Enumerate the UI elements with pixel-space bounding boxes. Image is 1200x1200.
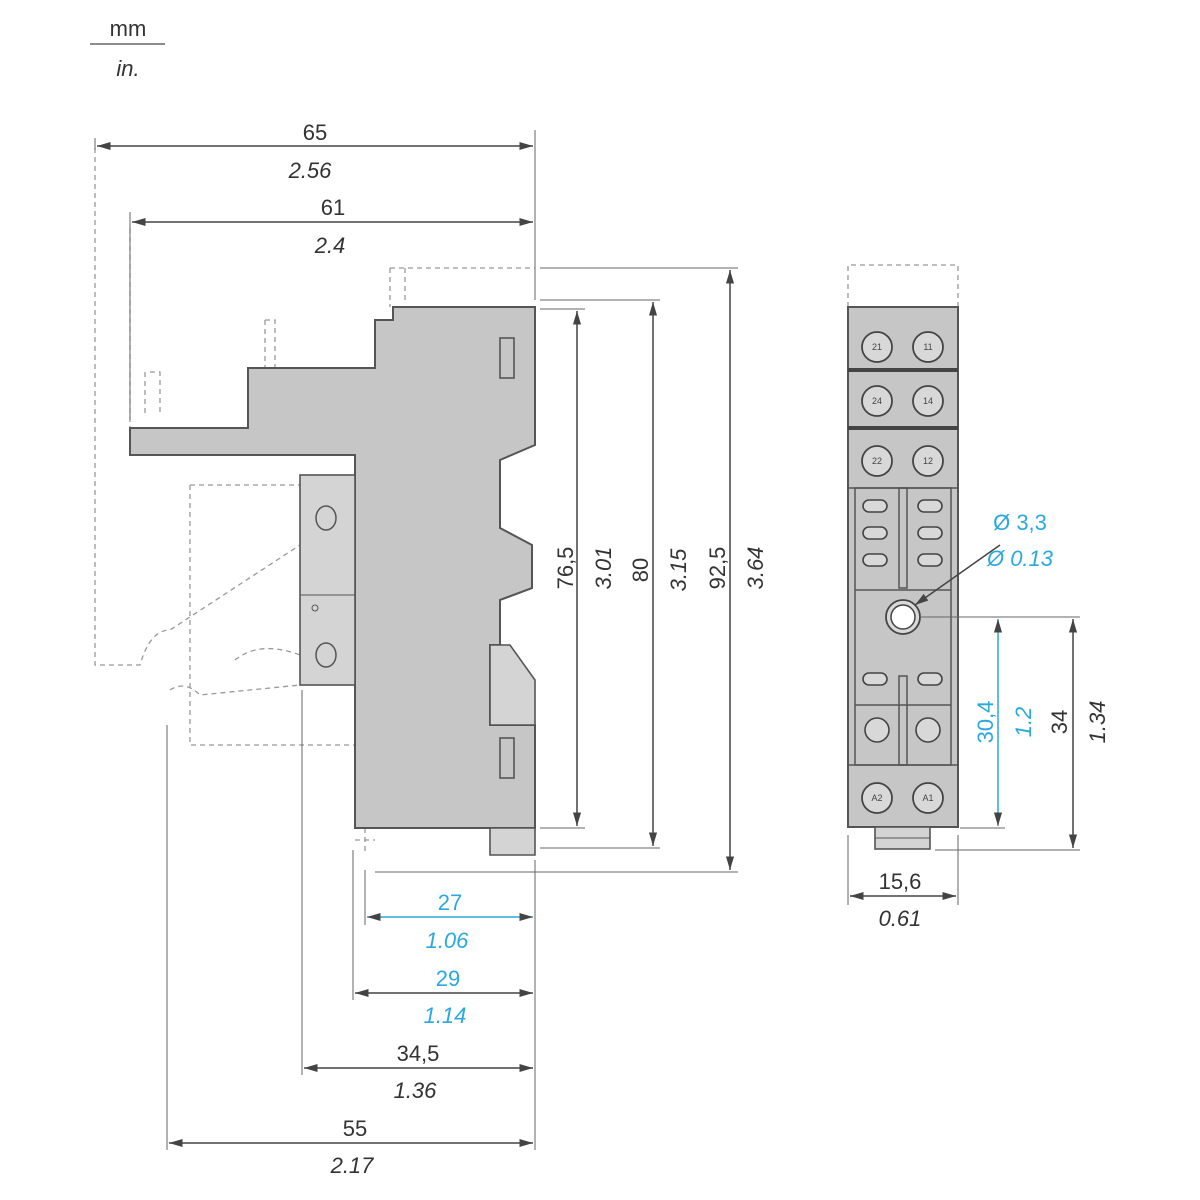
front-view-dimensions: Ø 3,3 Ø 0.13 30,4 1.2 34 1.34 15,6 0.61: [847, 510, 1110, 931]
side-view: [129, 306, 536, 856]
dim-hole-to-bottom-in: 1.2: [1011, 707, 1036, 738]
side-view-height-dimensions: 76,5 3.01 80 3.15 92,5 3.64: [375, 267, 768, 873]
svg-text:22: 22: [872, 456, 882, 466]
terminal: A2: [861, 782, 893, 814]
dim-front-width-in: 0.61: [879, 906, 922, 931]
svg-text:A1: A1: [922, 793, 933, 803]
dim-hole-diameter-mm: Ø 3,3: [993, 510, 1047, 535]
dim-height-92-5-mm: 92,5: [705, 547, 730, 590]
din-clip: [299, 474, 356, 686]
svg-text:A2: A2: [871, 793, 882, 803]
dim-hole-to-bottom-outer-mm: 34: [1047, 710, 1072, 734]
slot: [499, 737, 515, 779]
dim-depth-34-5-in: 1.36: [394, 1078, 438, 1103]
dim-height-76-5-in: 3.01: [591, 547, 616, 590]
unit-in: in.: [116, 56, 139, 81]
terminal: 24: [861, 385, 893, 417]
dim-front-width-mm: 15,6: [879, 869, 922, 894]
dim-body-width-in: 2.4: [314, 233, 346, 258]
terminal: 22: [861, 445, 893, 477]
dim-hole-to-bottom-mm: 30,4: [973, 701, 998, 744]
side-view-width-dimensions: 65 2.56 61 2.4: [94, 120, 536, 420]
dim-overall-width-in: 2.56: [288, 158, 333, 183]
terminal: 21: [861, 331, 893, 363]
terminal: 12: [912, 445, 944, 477]
dim-hole-diameter-in: Ø 0.13: [986, 546, 1054, 571]
dim-depth-27-mm: 27: [438, 890, 462, 915]
units-legend: mm in.: [90, 16, 165, 81]
terminal: A1: [912, 782, 944, 814]
dim-depth-27-in: 1.06: [426, 928, 470, 953]
front-view: 21 11 24 14 22 12 A2 A1: [847, 306, 959, 850]
svg-text:11: 11: [923, 342, 932, 352]
terminal: 14: [912, 385, 944, 417]
dim-depth-29-mm: 29: [436, 966, 460, 991]
terminal: 11: [912, 331, 944, 363]
svg-text:21: 21: [872, 342, 882, 352]
dim-depth-55-in: 2.17: [330, 1153, 375, 1178]
dim-height-76-5-mm: 76,5: [553, 547, 578, 590]
side-view-depth-dimensions: 27 1.06 29 1.14 34,5 1.36 55 2.17: [166, 690, 536, 1178]
slot: [499, 337, 515, 379]
dim-height-80-in: 3.15: [666, 548, 691, 592]
dim-height-92-5-in: 3.64: [743, 547, 768, 590]
dim-overall-width-mm: 65: [303, 120, 327, 145]
svg-text:14: 14: [923, 396, 933, 406]
dim-height-80-mm: 80: [628, 558, 653, 582]
dim-depth-55-mm: 55: [343, 1116, 367, 1141]
dim-depth-29-in: 1.14: [424, 1003, 467, 1028]
svg-text:24: 24: [872, 396, 882, 406]
dim-hole-to-bottom-outer-in: 1.34: [1085, 701, 1110, 744]
dim-body-width-mm: 61: [321, 195, 345, 220]
svg-text:12: 12: [923, 456, 933, 466]
dim-depth-34-5-mm: 34,5: [397, 1041, 440, 1066]
unit-mm: mm: [110, 16, 147, 41]
